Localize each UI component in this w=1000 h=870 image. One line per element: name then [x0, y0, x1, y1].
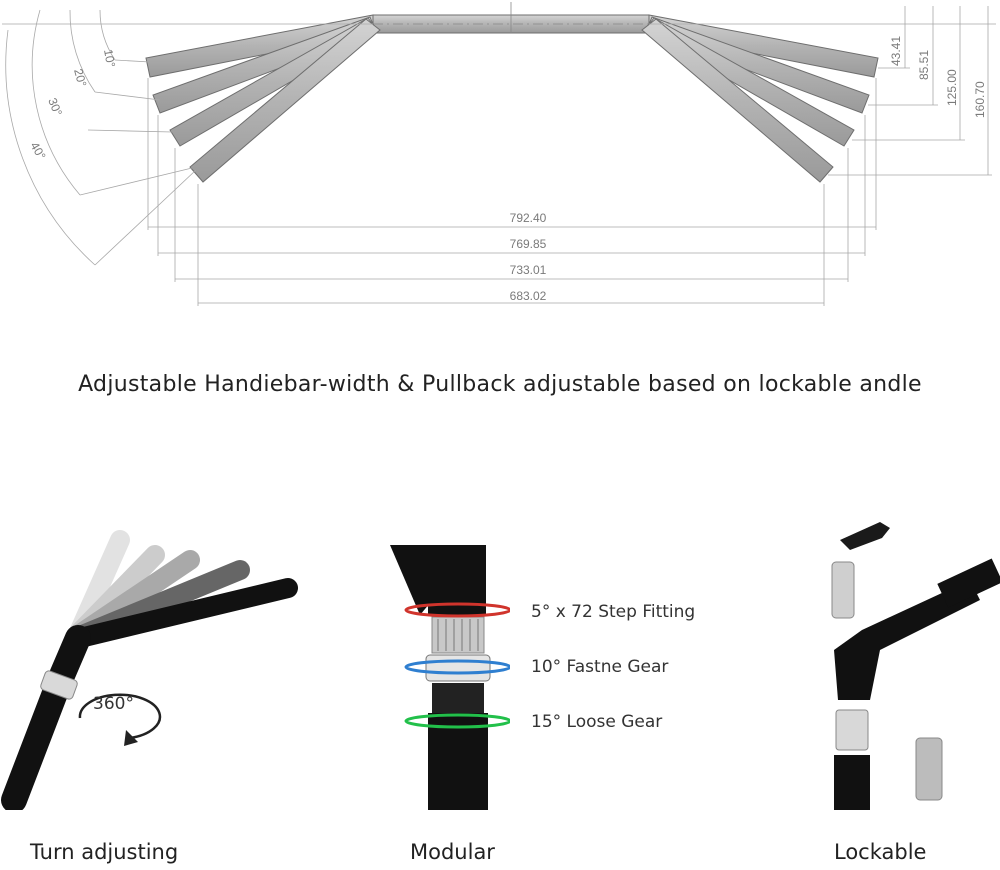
angle-label-20: 20° [71, 67, 89, 88]
width-label-2: 769.85 [510, 237, 547, 251]
pullback-label-3: 125.00 [945, 69, 959, 106]
modular-caption: Modular [410, 840, 495, 864]
pullback-label-2: 85.51 [917, 50, 931, 80]
gear-label-loose: 15° Loose Gear [531, 712, 663, 732]
turn-adjusting-illustration [1, 530, 298, 810]
handlebar-dimension-diagram: 10° 20° 30° 40° 792.40 769.85 733.01 683… [2, 2, 996, 306]
modular-illustration [390, 545, 510, 810]
right-arms [641, 14, 879, 183]
angle-label-30: 30° [45, 96, 65, 118]
angle-label-10: 10° [101, 48, 118, 68]
gear-label-step-fitting: 5° x 72 Step Fitting [531, 602, 696, 622]
left-arm-40 [189, 18, 381, 183]
width-label-3: 733.01 [510, 263, 547, 277]
left-arms [145, 14, 381, 183]
pullback-labels: 43.41 85.51 125.00 160.70 [889, 36, 987, 118]
rotation-label: 360° [93, 694, 134, 714]
pullback-dimension-lines [649, 6, 996, 176]
angle-label-40: 40° [27, 140, 48, 163]
headline: Adjustable Handiebar-width & Pullback ad… [78, 372, 922, 397]
angle-labels: 10° 20° 30° 40° [27, 48, 118, 162]
width-label-4: 683.02 [510, 289, 547, 303]
gear-label-fastne: 10° Fastne Gear [531, 657, 669, 677]
width-labels: 792.40 769.85 733.01 683.02 [510, 211, 547, 303]
pullback-label-4: 160.70 [973, 81, 987, 118]
center-bar [372, 2, 650, 34]
lockable-caption: Lockable [834, 840, 927, 864]
right-arm-40 [641, 18, 834, 183]
angle-arcs [2, 9, 373, 266]
width-dimension-lines [147, 78, 877, 306]
turn-adjusting-caption: Turn adjusting [30, 840, 179, 864]
width-label-1: 792.40 [510, 211, 547, 225]
pullback-label-1: 43.41 [889, 36, 903, 66]
lockable-illustration [831, 522, 1000, 810]
